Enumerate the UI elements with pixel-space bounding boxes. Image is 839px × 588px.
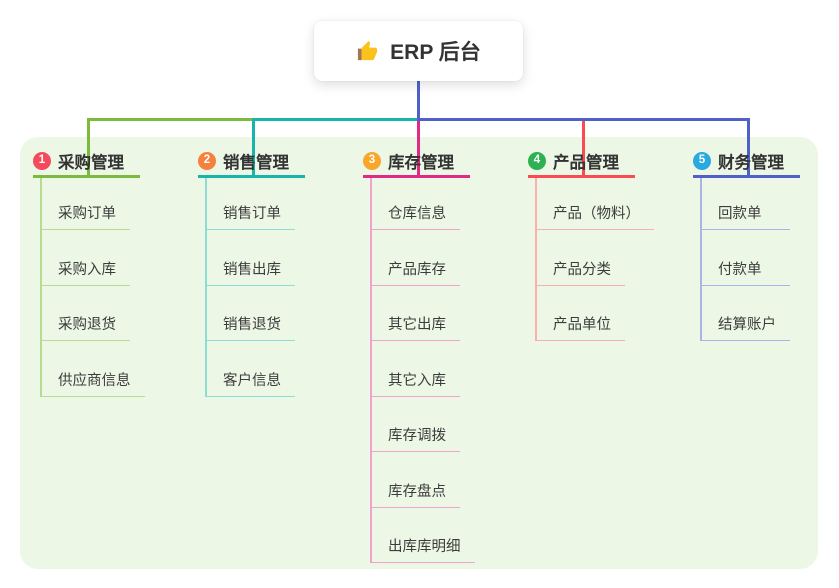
connector-h-left [87, 118, 255, 121]
thumbs-up-icon [356, 40, 379, 63]
branch-item[interactable]: 库存调拨 [372, 397, 460, 452]
branch-node-5[interactable]: 5 财务管理 [693, 150, 800, 178]
branch-item[interactable]: 采购退货 [42, 286, 130, 341]
branch-item[interactable]: 回款单 [702, 178, 790, 230]
branch-node-2[interactable]: 2 销售管理 [198, 150, 305, 178]
branch-title: 财务管理 [718, 154, 784, 172]
branch-item[interactable]: 其它入库 [372, 341, 460, 397]
branch-node-4[interactable]: 4 产品管理 [528, 150, 635, 178]
connector-h-right [417, 118, 750, 121]
branch-item[interactable]: 产品（物料） [537, 178, 654, 230]
root-title: ERP 后台 [390, 41, 481, 64]
branch-item[interactable]: 库存盘点 [372, 452, 460, 508]
branch-number-badge: 2 [198, 152, 216, 170]
branch-item[interactable]: 销售出库 [207, 230, 295, 286]
branch-item-list: 销售订单销售出库销售退货客户信息 [205, 178, 295, 397]
branch-item[interactable]: 仓库信息 [372, 178, 460, 230]
branch-number-badge: 1 [33, 152, 51, 170]
connector-drop-3 [417, 118, 420, 176]
branch-item[interactable]: 销售退货 [207, 286, 295, 341]
branch-title: 产品管理 [553, 154, 619, 172]
branch-number-badge: 3 [363, 152, 381, 170]
connector-drop-2 [252, 118, 255, 176]
branch-item[interactable]: 产品单位 [537, 286, 625, 341]
branch-item[interactable]: 供应商信息 [42, 341, 145, 397]
branch-title: 采购管理 [58, 154, 124, 172]
branch-item[interactable]: 其它出库 [372, 286, 460, 341]
branch-title: 销售管理 [223, 154, 289, 172]
branch-item-list: 仓库信息产品库存其它出库其它入库库存调拨库存盘点出库库明细 [370, 178, 475, 563]
branches-background-panel [20, 137, 818, 569]
connector-drop-5 [747, 118, 750, 176]
branch-number-badge: 5 [693, 152, 711, 170]
branch-item[interactable]: 结算账户 [702, 286, 790, 341]
branch-item[interactable]: 采购入库 [42, 230, 130, 286]
connector-drop-1 [87, 118, 90, 176]
branch-item[interactable]: 采购订单 [42, 178, 130, 230]
branch-item[interactable]: 出库库明细 [372, 508, 475, 563]
branch-node-3[interactable]: 3 库存管理 [363, 150, 470, 178]
connector-h-mid [252, 118, 420, 121]
branch-item-list: 采购订单采购入库采购退货供应商信息 [40, 178, 145, 397]
branch-title: 库存管理 [388, 154, 454, 172]
branch-node-1[interactable]: 1 采购管理 [33, 150, 140, 178]
branch-item[interactable]: 销售订单 [207, 178, 295, 230]
branch-item[interactable]: 产品库存 [372, 230, 460, 286]
branch-item-list: 回款单付款单结算账户 [700, 178, 790, 341]
root-node[interactable]: ERP 后台 [314, 21, 523, 81]
branch-number-badge: 4 [528, 152, 546, 170]
branch-item-list: 产品（物料）产品分类产品单位 [535, 178, 654, 341]
connector-drop-4 [582, 118, 585, 176]
branch-item[interactable]: 付款单 [702, 230, 790, 286]
branch-item[interactable]: 产品分类 [537, 230, 625, 286]
branch-item[interactable]: 客户信息 [207, 341, 295, 397]
root-connector [417, 80, 420, 120]
